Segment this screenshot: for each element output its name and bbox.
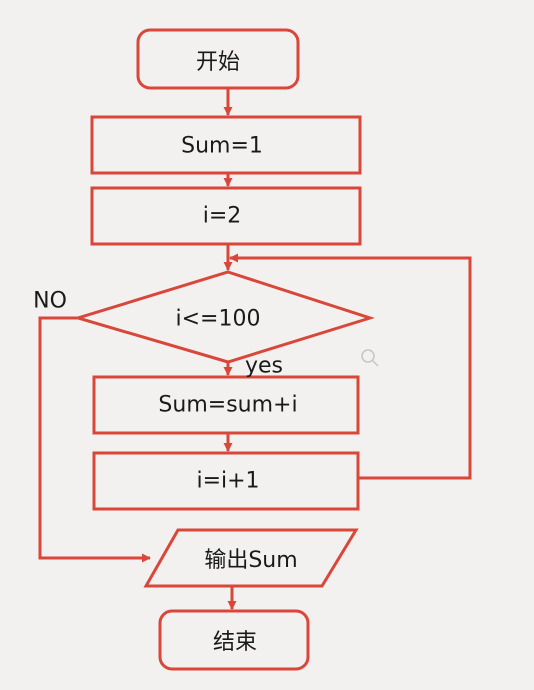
init-i-label: i=2 (202, 203, 242, 229)
arrow-no-branch (38, 316, 151, 563)
loop-back-arrow (229, 253, 472, 480)
increment-box (92, 451, 360, 511)
init-sum-box (90, 115, 362, 175)
accumulate-label: Sum=sum+i (158, 392, 298, 418)
accumulate-box (92, 375, 360, 435)
init-sum-label: Sum=1 (181, 133, 263, 159)
end-label: 结束 (212, 630, 258, 655)
output-parallelogram (143, 528, 359, 588)
increment-label: i=i+1 (196, 468, 260, 494)
init-i-box (90, 186, 362, 246)
yes-branch-label: yes (244, 353, 284, 379)
output-label: 输出Sum (204, 548, 298, 573)
no-branch-label: NO (33, 288, 67, 314)
start-label: 开始 (195, 50, 241, 75)
start-terminator (136, 28, 300, 90)
zoom-icon (361, 349, 379, 367)
condition-label: i<=100 (175, 306, 261, 332)
end-terminator (158, 609, 310, 671)
